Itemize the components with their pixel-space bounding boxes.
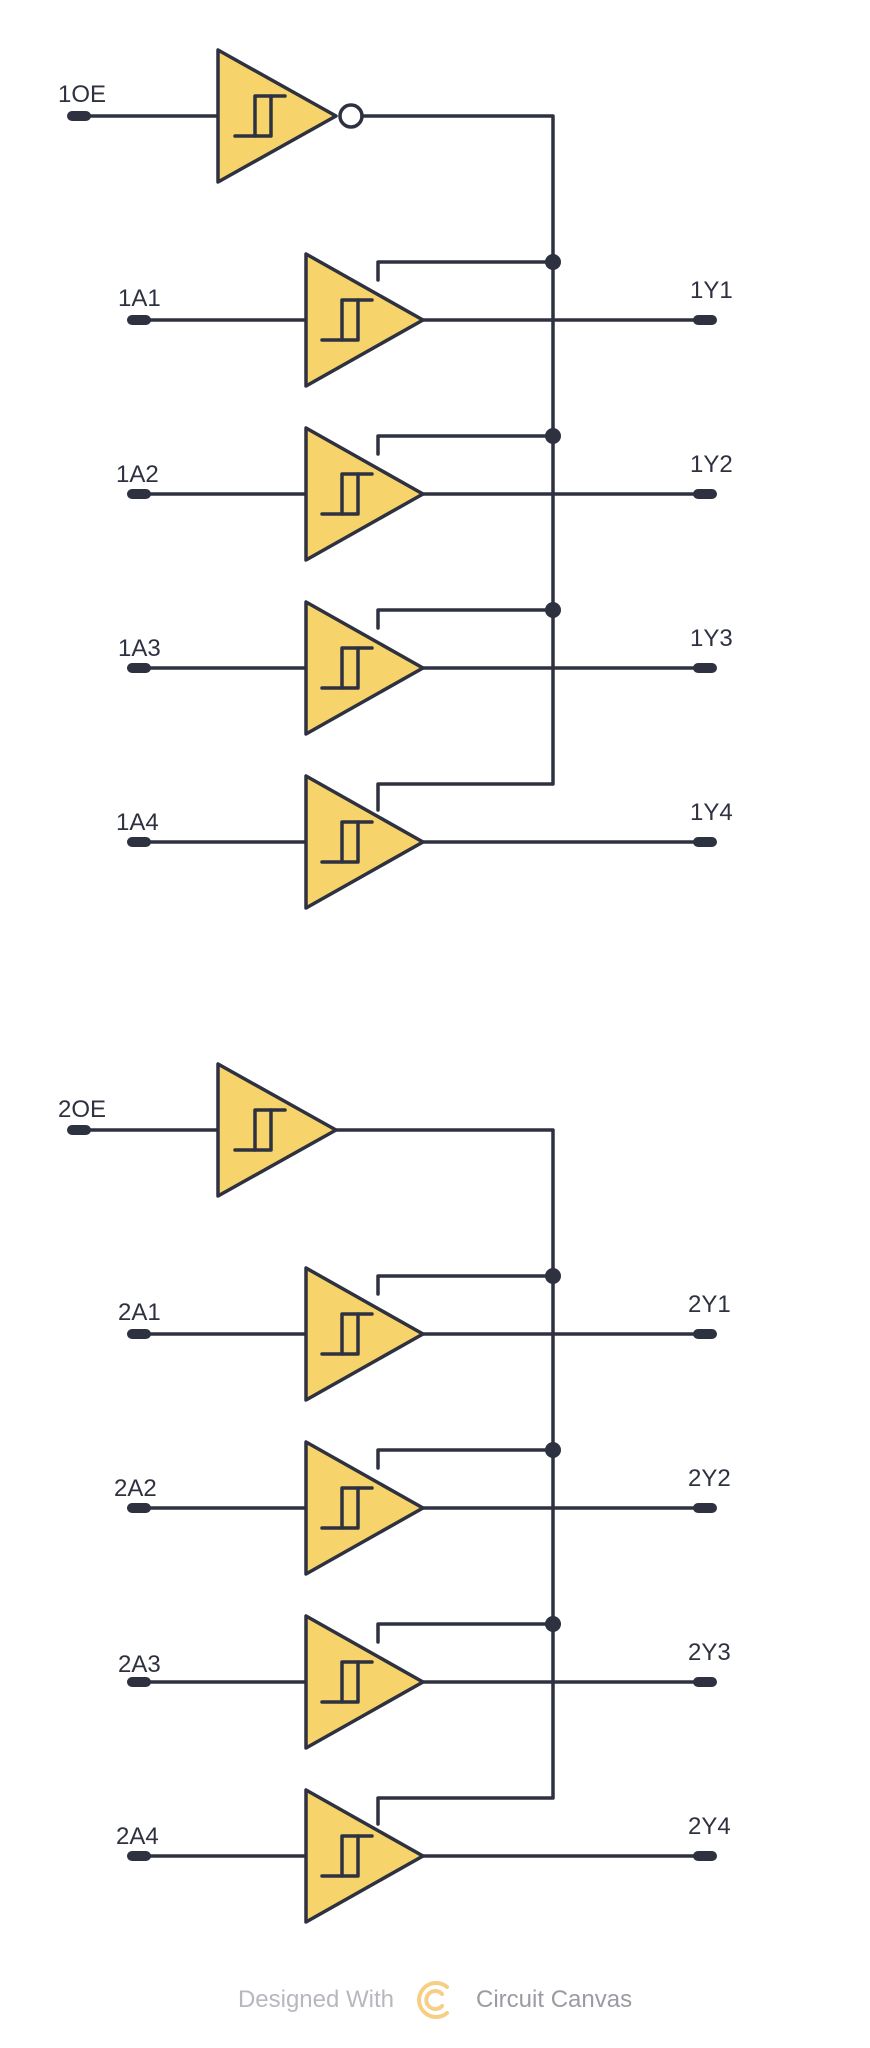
circuit-canvas-logo-icon [417, 1981, 450, 2019]
footer-brand[interactable]: Circuit Canvas [476, 1986, 633, 2013]
buffer-1a1-1y1: 1A1 1Y1 [118, 252, 733, 388]
junction-dot [545, 428, 561, 444]
enable-buffer-2oe: 2OE [58, 1062, 555, 1826]
label-2a4: 2A4 [116, 1823, 159, 1850]
buffer-2a3-2y3: 2A3 2Y3 [118, 1614, 731, 1750]
buffer-group-1: 1OE 1A1 1Y1 1A2 1Y2 [58, 48, 733, 910]
label-2y2: 2Y2 [688, 1465, 731, 1492]
junction-dot [545, 1268, 561, 1284]
label-2y4: 2Y4 [688, 1813, 731, 1840]
buffer-1a4-1y4: 1A4 1Y4 [116, 774, 733, 910]
label-1a1: 1A1 [118, 285, 161, 312]
footer: Designed With Circuit Canvas [0, 1975, 870, 2025]
footer-prefix: Designed With [237, 1986, 395, 2013]
junction-dot [545, 1442, 561, 1458]
buffer-2a1-2y1: 2A1 2Y1 [118, 1266, 731, 1402]
label-2a3: 2A3 [118, 1651, 161, 1678]
enable-buffer-1oe: 1OE [58, 48, 555, 812]
junction-dot [545, 602, 561, 618]
inverting-bubble [338, 103, 364, 129]
buffer-1a2-1y2: 1A2 1Y2 [116, 426, 733, 562]
label-1a4: 1A4 [116, 809, 159, 836]
buffer-2a2-2y2: 2A2 2Y2 [114, 1440, 731, 1576]
label-2a2: 2A2 [114, 1475, 157, 1502]
label-1a3: 1A3 [118, 635, 161, 662]
label-2oe: 2OE [58, 1096, 106, 1123]
label-1y4: 1Y4 [690, 799, 733, 826]
junction-dot [545, 1616, 561, 1632]
buffer-2a4-2y4: 2A4 2Y4 [116, 1788, 731, 1924]
label-1oe: 1OE [58, 81, 106, 108]
label-1y1: 1Y1 [690, 277, 733, 304]
label-2y1: 2Y1 [688, 1291, 731, 1318]
label-1y3: 1Y3 [690, 625, 733, 652]
label-2a1: 2A1 [118, 1299, 161, 1326]
label-1y2: 1Y2 [690, 451, 733, 478]
label-2y3: 2Y3 [688, 1639, 731, 1666]
junction-dot [545, 254, 561, 270]
buffer-group-2: 2OE 2A1 2Y1 2A2 2Y2 [58, 1062, 731, 1924]
label-1a2: 1A2 [116, 461, 159, 488]
buffer-1a3-1y3: 1A3 1Y3 [118, 600, 733, 736]
